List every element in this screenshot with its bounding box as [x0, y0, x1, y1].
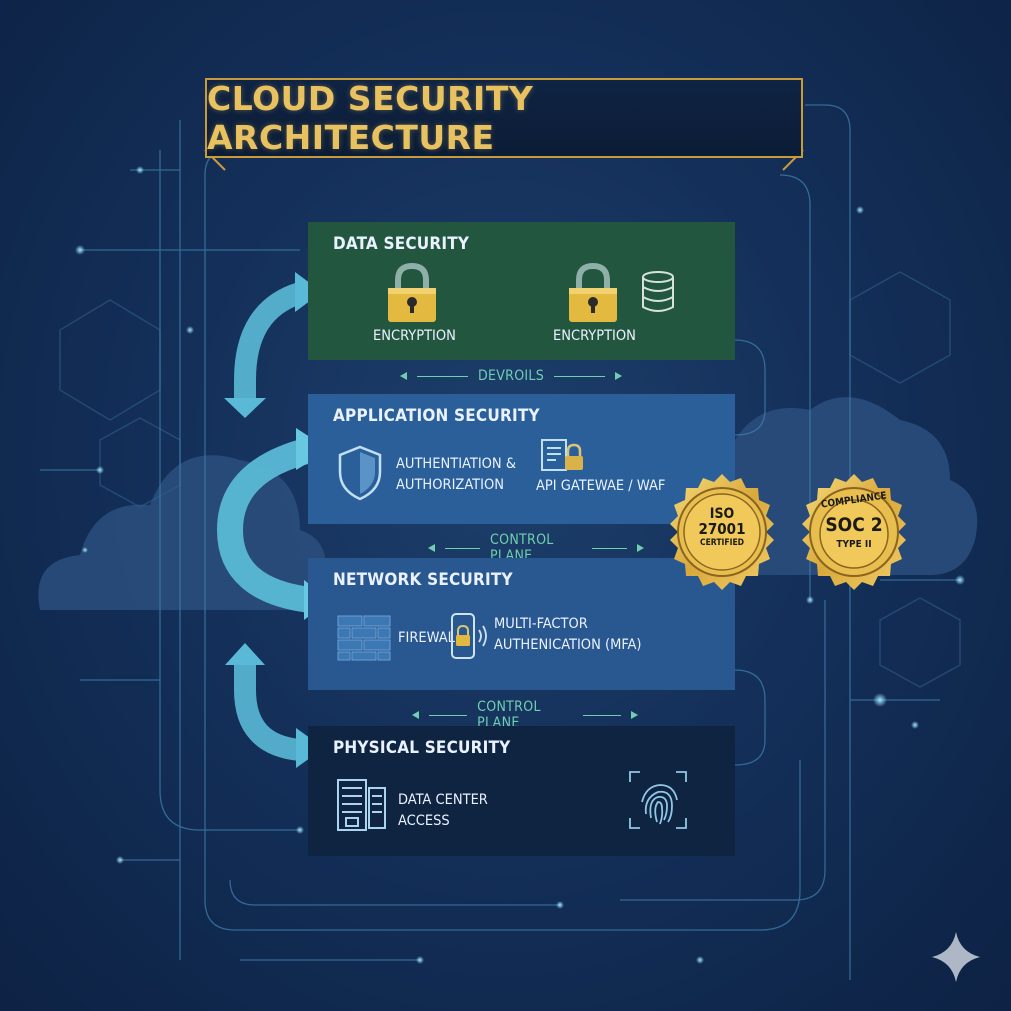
- soc2-badge: COMPLIANCE SOC 2 TYPE II: [794, 472, 914, 592]
- layer-application-security: APPLICATION SECURITY AUTHENTIATION & AUT…: [308, 394, 735, 524]
- auth-label: AUTHENTIATION & AUTHORIZATION: [396, 456, 517, 493]
- phone-lock-icon: [451, 613, 487, 659]
- page-title: CLOUD SECURITY ARCHITECTURE: [207, 79, 534, 157]
- seal-icon: [670, 474, 774, 590]
- arrow-left-icon: [412, 711, 419, 719]
- layer-network-security: NETWORK SECURITY FIREWAL MULTI-FACTOR AU…: [308, 558, 735, 690]
- fingerprint-icon: [629, 771, 687, 829]
- title-banner: CLOUD SECURITY ARCHITECTURE: [205, 78, 803, 158]
- firewall-label: FIREWAL: [398, 630, 455, 646]
- encryption-label-2: ENCRYPTION: [553, 328, 636, 344]
- sparkle-icon: [932, 932, 980, 982]
- layer-title: PHYSICAL SECURITY: [333, 738, 511, 758]
- document-lock-icon: [541, 439, 583, 471]
- padlock-icon: [388, 262, 436, 322]
- layer-title: APPLICATION SECURITY: [333, 406, 540, 426]
- database-icon: [642, 271, 674, 312]
- layer-physical-security: PHYSICAL SECURITY DATA CENTER ACCESS: [308, 726, 735, 856]
- arrow-right-icon: [615, 372, 622, 380]
- seal-icon: [802, 474, 906, 590]
- server-icon: [337, 779, 386, 831]
- data-center-label: DATA CENTER ACCESS: [398, 792, 488, 829]
- encryption-label-1: ENCRYPTION: [373, 328, 456, 344]
- firewall-icon: [337, 615, 391, 661]
- connector-label: DEVROILS: [477, 368, 545, 384]
- arrow-left-icon: [428, 544, 435, 552]
- layer-data-security: DATA SECURITY ENCRYPTION ENCRYPTION: [308, 222, 735, 360]
- layer-title: NETWORK SECURITY: [333, 570, 513, 590]
- layer-title: DATA SECURITY: [333, 234, 470, 254]
- iso-badge: ISO 27001 CERTIFIED: [662, 472, 782, 592]
- shield-icon: [338, 445, 382, 501]
- connector-devroils: DEVROILS: [400, 368, 622, 384]
- arrow-left-icon: [400, 372, 407, 380]
- flow-arrows: [216, 282, 314, 761]
- arrow-right-icon: [637, 544, 644, 552]
- arrow-right-icon: [631, 711, 638, 719]
- mfa-label: MULTI-FACTOR AUTHENICATION (MFA): [494, 616, 642, 653]
- padlock-icon: [569, 262, 617, 322]
- api-gateway-label: API GATEWAE / WAF: [536, 478, 666, 494]
